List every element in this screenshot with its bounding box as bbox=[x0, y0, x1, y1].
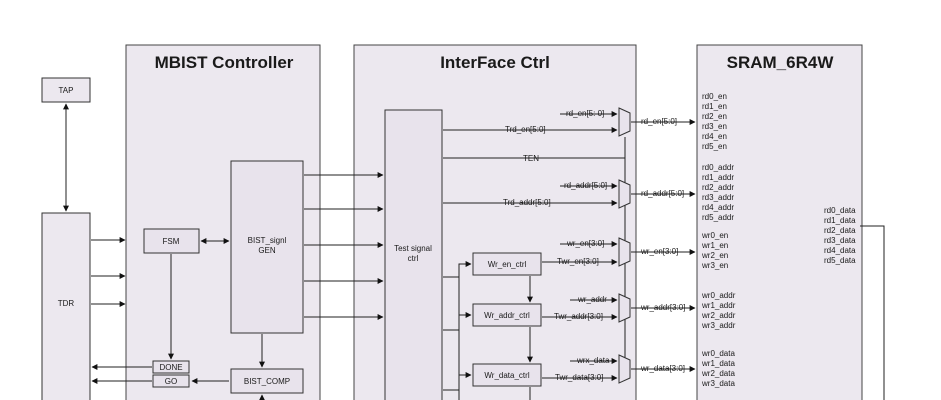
go-label: GO bbox=[165, 377, 177, 386]
rd-addr-in-label: rd_addr[5:0] bbox=[564, 181, 607, 190]
ten-label: TEN bbox=[523, 154, 539, 163]
bist-comp-block bbox=[230, 368, 304, 394]
wr-addr-ctrl-block bbox=[472, 303, 542, 327]
sram-rd-data-pins: rd0_datard1_datard2_datard3_datard4_data… bbox=[824, 206, 856, 265]
sram-pin-rd-en-5: rd5_en bbox=[702, 142, 727, 151]
sram-pin-rd-addr-4: rd4_addr bbox=[702, 203, 734, 212]
wrx-data-in-label: wrx_data bbox=[576, 356, 610, 365]
fsm-label: FSM bbox=[163, 237, 180, 246]
tdr-label: TDR bbox=[58, 299, 75, 308]
sram-pin-rd-en-2: rd2_en bbox=[702, 112, 727, 121]
wr-data-ctrl-label: Wr_data_ctrl bbox=[484, 371, 529, 380]
wr-data-ctrl-block bbox=[472, 363, 542, 387]
wr-en-mux bbox=[618, 237, 631, 267]
wr-en-in-label: wr_en[3:0] bbox=[566, 239, 604, 248]
sram-pin-rd-data-2: rd2_data bbox=[824, 226, 856, 235]
sram-pin-rd-addr-3: rd3_addr bbox=[702, 193, 734, 202]
sram-pin-rd-addr-2: rd2_addr bbox=[702, 183, 734, 192]
sram-rd-addr-pins: rd0_addrrd1_addrrd2_addrrd3_addrrd4_addr… bbox=[702, 163, 734, 222]
sram-pin-rd-en-4: rd4_en bbox=[702, 132, 727, 141]
test-signal-ctrl-label-1: Test signal bbox=[394, 244, 432, 253]
trd-addr-label: Trd_addr[5:0] bbox=[503, 198, 551, 207]
rd-data-output-line bbox=[860, 225, 885, 400]
test-signal-ctrl-block bbox=[384, 109, 443, 400]
sram-pin-wr-en-2: wr2_en bbox=[701, 251, 728, 260]
rd-addr-out-label: rd_addr[5:0] bbox=[641, 189, 684, 198]
sram-pin-wr-addr-2: wr2_addr bbox=[701, 311, 736, 320]
sram-pin-wr-en-1: wr1_en bbox=[701, 241, 728, 250]
sram-pin-rd-data-5: rd5_data bbox=[824, 256, 856, 265]
sram-pin-rd-addr-1: rd1_addr bbox=[702, 173, 734, 182]
tap-block bbox=[41, 77, 91, 103]
sram-pin-rd-en-3: rd3_en bbox=[702, 122, 727, 131]
go-block bbox=[152, 374, 190, 388]
wr-addr-mux bbox=[618, 293, 631, 323]
interface-ctrl-title: InterFace Ctrl bbox=[440, 53, 550, 72]
sram-panel bbox=[696, 44, 863, 400]
wr-data-mux bbox=[618, 354, 631, 384]
tdr-block bbox=[41, 212, 91, 400]
wr-addr-ctrl-label: Wr_addr_ctrl bbox=[484, 311, 530, 320]
sram-pin-rd-addr-5: rd5_addr bbox=[702, 213, 734, 222]
mbist-controller-title: MBIST Controller bbox=[155, 53, 294, 72]
rd-en-out-label: rd_en[5:0] bbox=[641, 117, 677, 126]
trd-en-label: Trd_en[5:0] bbox=[505, 125, 546, 134]
done-block bbox=[152, 360, 190, 374]
sram-pin-wr-en-0: wr0_en bbox=[701, 231, 728, 240]
twr-data-label: Twr_data[3:0] bbox=[555, 373, 603, 382]
sram-pin-wr-data-1: wr1_data bbox=[701, 359, 735, 368]
sram-pin-wr-addr-3: wr3_addr bbox=[701, 321, 736, 330]
sram-pin-wr-addr-0: wr0_addr bbox=[701, 291, 736, 300]
wr-data-out-label: wr_data[3:0] bbox=[640, 364, 685, 373]
twr-en-label: Twr_en[3:0] bbox=[557, 257, 599, 266]
sram-pin-rd-en-0: rd0_en bbox=[702, 92, 727, 101]
sram-pin-rd-data-0: rd0_data bbox=[824, 206, 856, 215]
sram-pin-wr-data-0: wr0_data bbox=[701, 349, 735, 358]
sram-pin-rd-en-1: rd1_en bbox=[702, 102, 727, 111]
rd-addr-mux bbox=[618, 179, 631, 209]
tap-label: TAP bbox=[59, 86, 74, 95]
sram-pin-rd-addr-0: rd0_addr bbox=[702, 163, 734, 172]
rd-en-in-label: rd_en[5: 0] bbox=[566, 109, 604, 118]
sram-title: SRAM_6R4W bbox=[727, 53, 835, 72]
twr-addr-label: Twr_addr[3:0] bbox=[554, 312, 603, 321]
wr-en-ctrl-block bbox=[472, 252, 542, 276]
sram-pin-rd-data-1: rd1_data bbox=[824, 216, 856, 225]
sram-pin-rd-data-3: rd3_data bbox=[824, 236, 856, 245]
sram-pin-wr-en-3: wr3_en bbox=[701, 261, 728, 270]
fsm-block bbox=[143, 228, 200, 254]
test-signal-ctrl-label-2: ctrl bbox=[408, 254, 419, 263]
bist-signal-gen-block bbox=[230, 160, 304, 334]
rd-en-mux bbox=[618, 107, 631, 137]
sram-pin-wr-data-2: wr2_data bbox=[701, 369, 735, 378]
sram-pin-wr-addr-1: wr1_addr bbox=[701, 301, 736, 310]
bist-comp-label: BIST_COMP bbox=[244, 377, 290, 386]
wr-en-out-label: wr_en[3:0] bbox=[640, 247, 678, 256]
wr-addr-out-label: wr_addr[3:0] bbox=[640, 303, 685, 312]
done-label: DONE bbox=[159, 363, 182, 372]
sram-pin-wr-data-3: wr3_data bbox=[701, 379, 735, 388]
wr-en-ctrl-label: Wr_en_ctrl bbox=[488, 260, 527, 269]
bist-signal-gen-label-1: BIST_signl bbox=[248, 236, 287, 245]
bist-signal-gen-label-2: GEN bbox=[258, 246, 276, 255]
wr-addr-in-label: wr_addr bbox=[577, 295, 607, 304]
sram-pin-rd-data-4: rd4_data bbox=[824, 246, 856, 255]
